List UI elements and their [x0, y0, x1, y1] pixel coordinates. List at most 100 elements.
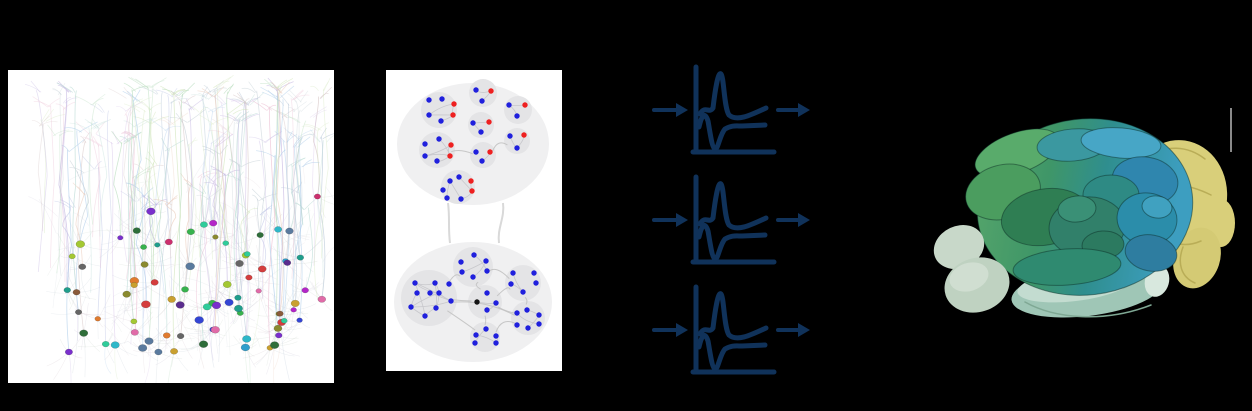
apical-dendrite [143, 167, 149, 265]
dendrite-branch [111, 131, 123, 145]
neuron-node [484, 290, 490, 296]
soma-dot [270, 341, 280, 349]
apical-dendrite [87, 127, 92, 293]
cluster-circle [453, 247, 493, 287]
dendrite-branch [33, 101, 51, 108]
dendrite-branch [175, 112, 183, 123]
apical-dendrite [313, 96, 320, 197]
axon [317, 196, 324, 238]
dendrite-branch [160, 116, 175, 126]
cluster-circle [468, 285, 502, 319]
axon [211, 329, 215, 368]
dendrite-branch [133, 117, 152, 128]
axon [167, 351, 175, 383]
neuron-node [438, 118, 444, 124]
dendrite-branch [292, 138, 300, 148]
population-top [397, 79, 549, 205]
axon [104, 344, 112, 374]
web-strand [244, 312, 248, 333]
apical-dendrite [321, 88, 329, 259]
dendrite-branch [219, 125, 234, 136]
cortex-back-mid-sub-shape [1141, 195, 1173, 219]
dendrite-branch [322, 81, 329, 91]
apical-dendrite [110, 142, 116, 346]
web-strand [47, 240, 72, 276]
neuron-node [469, 188, 475, 194]
dendrite-branch [263, 131, 283, 143]
apical-dendrite [231, 121, 236, 244]
dendrite-branch [252, 194, 259, 202]
basal-dendrite [110, 237, 121, 254]
dendrite-branch [94, 160, 102, 170]
dendrite-branch [90, 120, 107, 130]
basal-dendrite [181, 260, 186, 290]
spike-trace-icon [697, 181, 769, 231]
spike-trace-icon [697, 71, 769, 121]
apical-dendrite [147, 121, 155, 212]
apical-dendrite [292, 145, 304, 310]
web-strand [325, 186, 334, 201]
dendrite-branch [271, 81, 283, 94]
apical-dendrite [269, 155, 279, 329]
dendrite-branch [183, 95, 196, 104]
dendrite-branch [214, 135, 224, 145]
soma-dot [234, 304, 243, 313]
axon [261, 268, 264, 302]
soma-dot [222, 280, 232, 289]
olfactory-bulb-upper-shape [933, 225, 985, 269]
apical-dendrite [212, 184, 219, 238]
dendrite-branch [228, 158, 241, 167]
soma-dot [132, 227, 141, 234]
apical-dendrite [144, 85, 154, 283]
soma-dot [274, 226, 283, 233]
apical-dendrites [24, 74, 334, 353]
soma-dot [130, 318, 138, 325]
soma-dot [75, 240, 85, 248]
dendrite-branch [92, 98, 104, 106]
network-link-edge [475, 281, 481, 290]
dendrite-branch [121, 132, 133, 138]
neuron-node [426, 97, 432, 103]
web-strand [280, 234, 311, 245]
apical-dendrite [223, 91, 233, 244]
apical-dendrite [195, 175, 208, 321]
axon [281, 322, 290, 381]
neuron-node [448, 298, 454, 304]
dendrite-branch [202, 106, 214, 113]
dendrite-branch [205, 91, 212, 97]
soma-dot [141, 300, 151, 309]
soma-dot [110, 341, 120, 349]
dendrite-branch [43, 108, 55, 122]
web-strand [38, 198, 57, 234]
dendrite-branch [187, 104, 200, 113]
soma-dot [224, 298, 234, 307]
neuron-node [486, 119, 492, 125]
basal-dendrite [259, 217, 274, 236]
soma-dot [290, 299, 300, 308]
neuron-node [493, 340, 499, 346]
apical-dendrite [97, 144, 101, 268]
web-strand [253, 332, 261, 348]
soma-dot [280, 318, 288, 324]
neuron-node [521, 132, 527, 138]
input-arrowhead-icon [676, 103, 688, 117]
dendrite-branch [238, 202, 251, 214]
dendrite-branch [201, 86, 208, 97]
apical-dendrite [126, 140, 130, 295]
basal-dendrite [281, 320, 300, 343]
dendrite-branch [251, 188, 265, 202]
apical-dendrite [239, 103, 250, 278]
dendrite-branch [77, 186, 85, 196]
soma-dot [164, 238, 173, 246]
soma-dot [222, 240, 230, 246]
dendrite-branch [126, 182, 140, 190]
dendrite-branch [259, 207, 272, 216]
web-strand [209, 208, 245, 238]
soma-dot [245, 274, 253, 281]
soma-dot [101, 340, 110, 348]
axon [68, 351, 72, 383]
dendrite-branch [123, 137, 136, 143]
soma-dot [285, 227, 294, 235]
apical-dendrite [236, 101, 248, 340]
soma-dot [144, 337, 154, 345]
